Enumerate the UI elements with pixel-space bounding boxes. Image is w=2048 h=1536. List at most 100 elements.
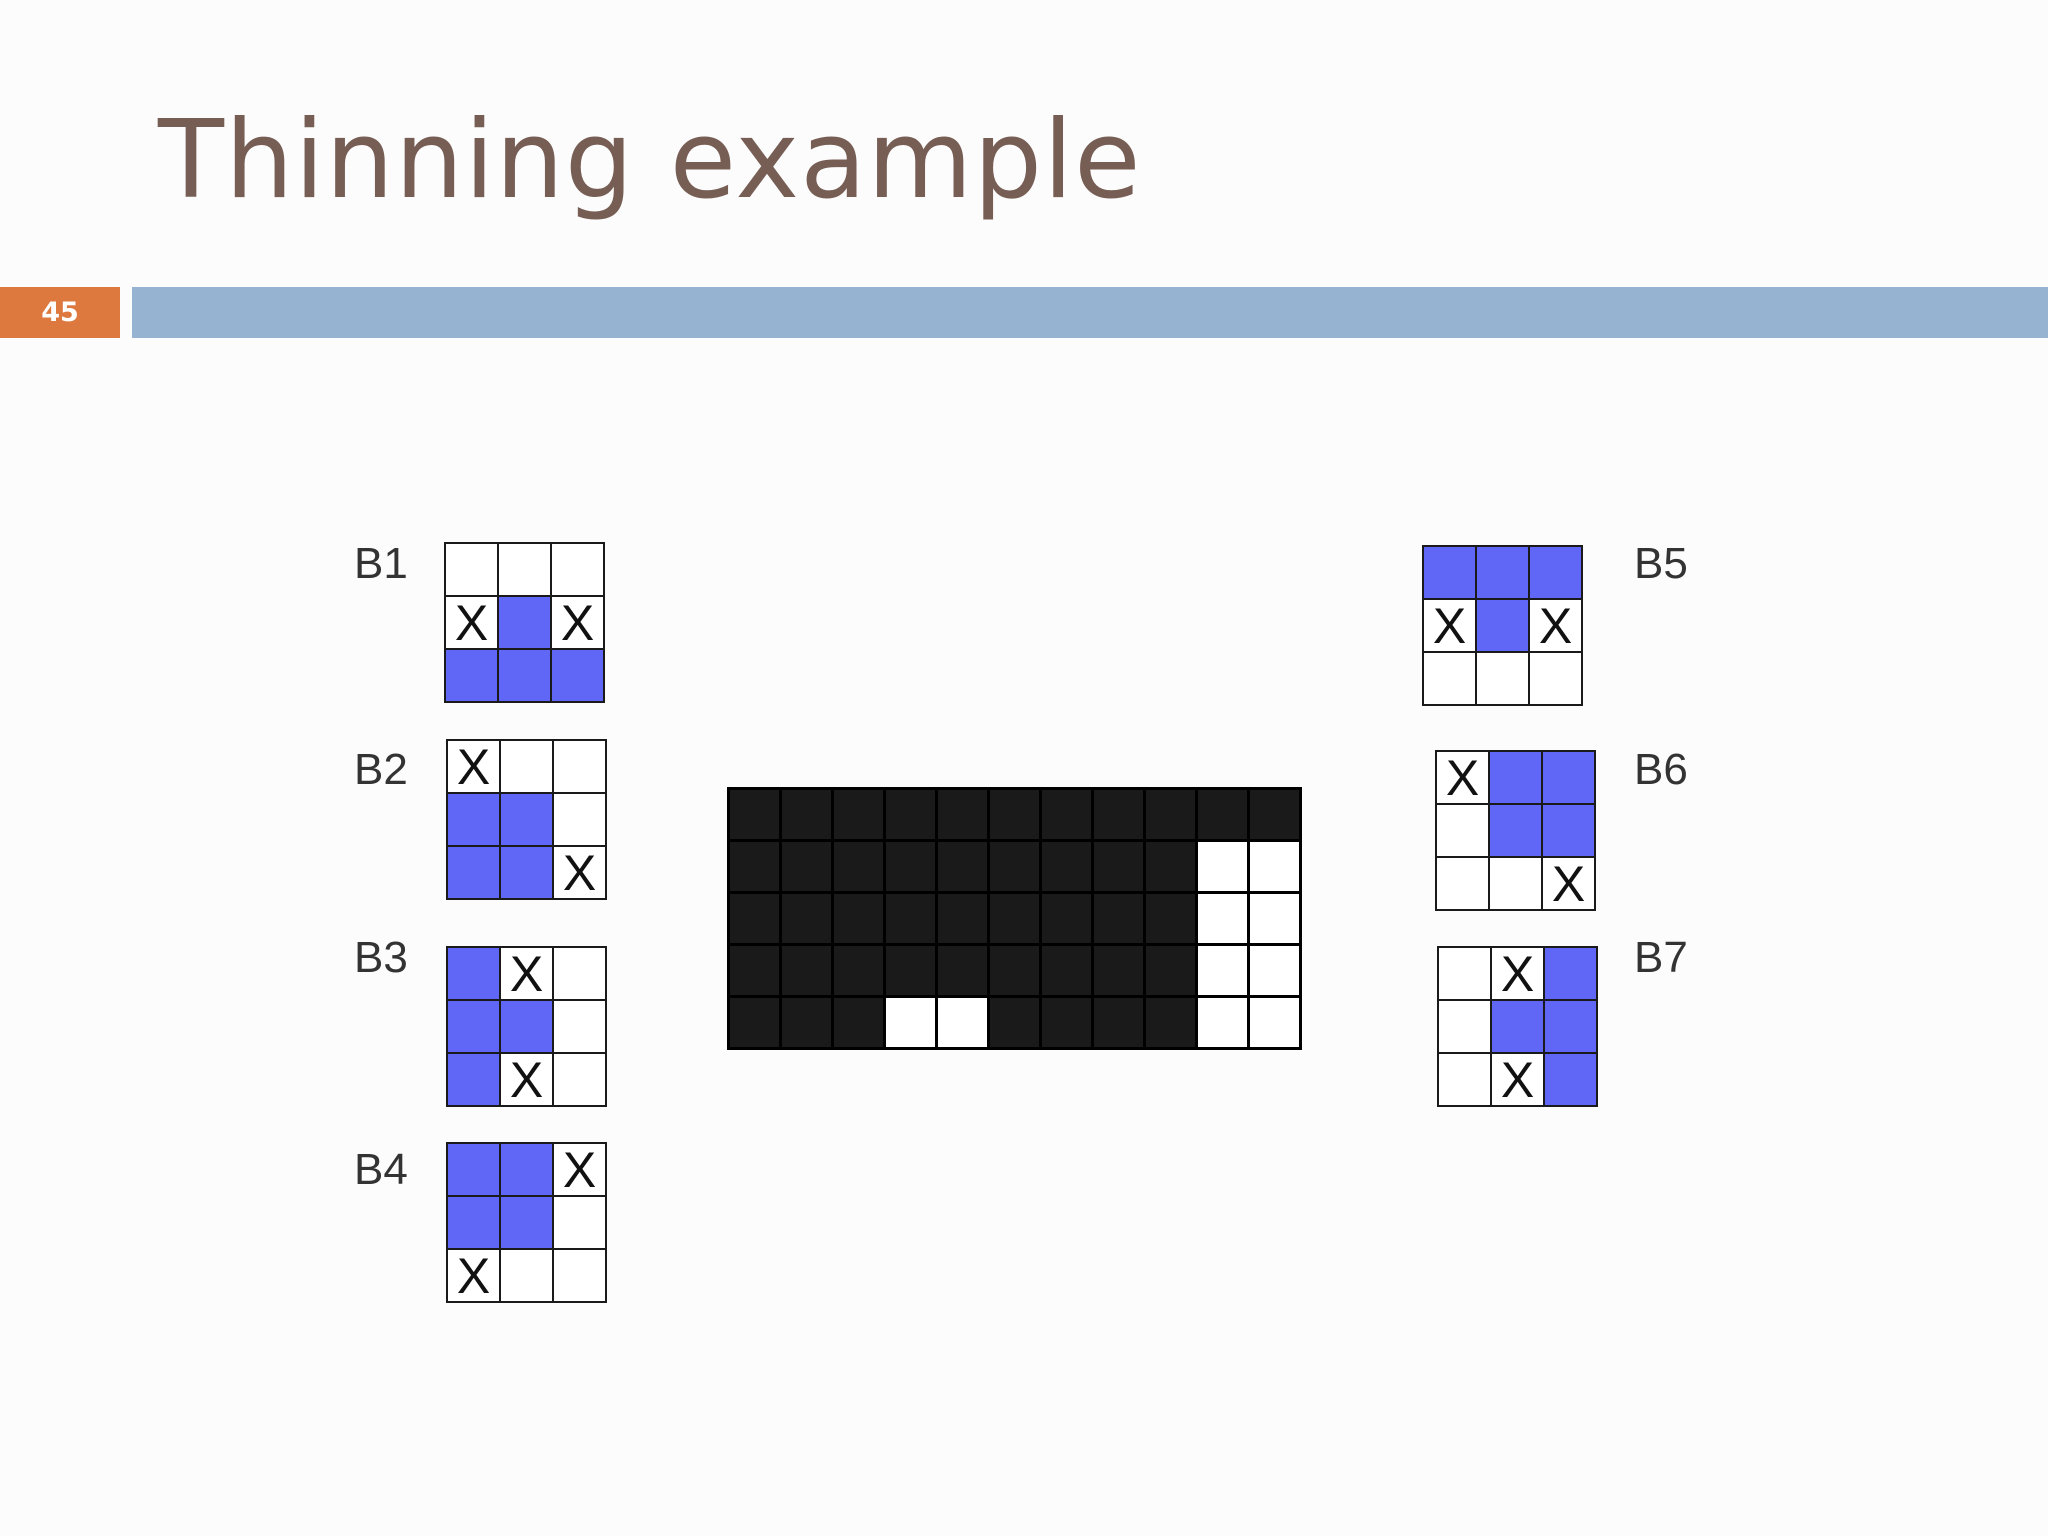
- foreground-cell: [501, 794, 552, 845]
- foreground-cell: [1424, 547, 1475, 598]
- black-pixel: [990, 946, 1039, 995]
- black-pixel: [1146, 894, 1195, 943]
- element-label-b2: B2: [354, 745, 408, 794]
- black-pixel: [730, 790, 779, 839]
- foreground-cell: [1545, 1054, 1596, 1105]
- foreground-cell: [501, 1144, 552, 1195]
- foreground-cell: [448, 1054, 499, 1105]
- white-pixel: [1198, 946, 1247, 995]
- black-pixel: [990, 842, 1039, 891]
- element-label-b1: B1: [354, 539, 408, 588]
- dont-care-cell: X: [1424, 600, 1475, 651]
- black-pixel: [886, 842, 935, 891]
- foreground-cell: [499, 650, 550, 701]
- black-pixel: [1146, 998, 1195, 1047]
- background-cell: [1477, 653, 1528, 704]
- black-pixel: [834, 842, 883, 891]
- element-label-b4: B4: [354, 1145, 408, 1194]
- white-pixel: [1250, 946, 1299, 995]
- foreground-cell: [1543, 805, 1594, 856]
- dont-care-cell: X: [1530, 600, 1581, 651]
- black-pixel: [1042, 998, 1091, 1047]
- background-cell: [552, 544, 603, 595]
- header-bar: [132, 287, 2048, 338]
- foreground-cell: [1530, 547, 1581, 598]
- black-pixel: [1094, 842, 1143, 891]
- background-cell: [1530, 653, 1581, 704]
- foreground-cell: [446, 650, 497, 701]
- dont-care-cell: X: [1437, 752, 1488, 803]
- background-cell: [1439, 948, 1490, 999]
- white-pixel: [1250, 894, 1299, 943]
- black-pixel: [938, 842, 987, 891]
- dont-care-cell: X: [1492, 948, 1543, 999]
- background-cell: [501, 741, 552, 792]
- background-cell: [446, 544, 497, 595]
- foreground-cell: [1543, 752, 1594, 803]
- foreground-cell: [448, 1197, 499, 1248]
- foreground-cell: [501, 1001, 552, 1052]
- white-pixel: [1198, 894, 1247, 943]
- black-pixel: [886, 946, 935, 995]
- background-cell: [1439, 1001, 1490, 1052]
- dont-care-cell: X: [552, 597, 603, 648]
- white-pixel: [886, 998, 935, 1047]
- black-pixel: [1094, 998, 1143, 1047]
- dont-care-cell: X: [448, 1250, 499, 1301]
- black-pixel: [1094, 790, 1143, 839]
- white-pixel: [1250, 998, 1299, 1047]
- black-pixel: [834, 894, 883, 943]
- dont-care-cell: X: [554, 1144, 605, 1195]
- background-cell: [554, 741, 605, 792]
- white-pixel: [938, 998, 987, 1047]
- foreground-cell: [1490, 805, 1541, 856]
- foreground-cell: [1477, 600, 1528, 651]
- black-pixel: [1094, 946, 1143, 995]
- black-pixel: [730, 946, 779, 995]
- black-pixel: [834, 790, 883, 839]
- foreground-cell: [501, 1197, 552, 1248]
- background-cell: [554, 1054, 605, 1105]
- element-label-b6: B6: [1634, 745, 1688, 794]
- black-pixel: [730, 894, 779, 943]
- background-cell: [554, 794, 605, 845]
- black-pixel: [1042, 894, 1091, 943]
- foreground-cell: [448, 794, 499, 845]
- black-pixel: [990, 790, 1039, 839]
- foreground-cell: [448, 948, 499, 999]
- black-pixel: [938, 790, 987, 839]
- black-pixel: [1094, 894, 1143, 943]
- dont-care-cell: X: [501, 1054, 552, 1105]
- black-pixel: [834, 998, 883, 1047]
- black-pixel: [1198, 790, 1247, 839]
- black-pixel: [782, 894, 831, 943]
- white-pixel: [1250, 842, 1299, 891]
- background-cell: [1439, 1054, 1490, 1105]
- black-pixel: [1146, 946, 1195, 995]
- foreground-cell: [1545, 1001, 1596, 1052]
- element-label-b5: B5: [1634, 539, 1688, 588]
- foreground-cell: [448, 1001, 499, 1052]
- background-cell: [554, 1250, 605, 1301]
- white-pixel: [1198, 998, 1247, 1047]
- black-pixel: [1042, 946, 1091, 995]
- slide-title: Thinning example: [158, 98, 1142, 223]
- foreground-cell: [1492, 1001, 1543, 1052]
- background-cell: [554, 1197, 605, 1248]
- element-label-b3: B3: [354, 933, 408, 982]
- black-pixel: [1042, 842, 1091, 891]
- background-cell: [554, 1001, 605, 1052]
- black-pixel: [1042, 790, 1091, 839]
- dont-care-cell: X: [446, 597, 497, 648]
- background-cell: [501, 1250, 552, 1301]
- black-pixel: [782, 946, 831, 995]
- binary-image-grid: [727, 787, 1302, 1050]
- foreground-cell: [1477, 547, 1528, 598]
- background-cell: [499, 544, 550, 595]
- black-pixel: [886, 790, 935, 839]
- dont-care-cell: X: [1492, 1054, 1543, 1105]
